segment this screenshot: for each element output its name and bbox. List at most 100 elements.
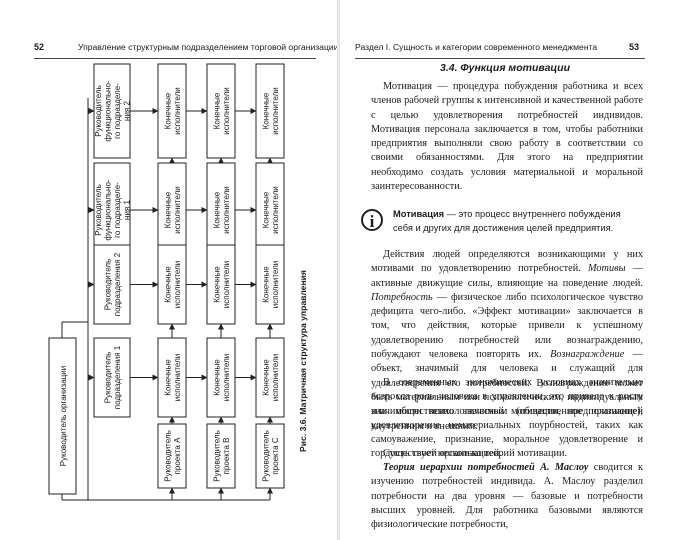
exec-box-r4-c2 bbox=[206, 337, 236, 418]
left-header-rule bbox=[34, 58, 316, 59]
exec-r4-c3-line-1: Конечные bbox=[261, 359, 270, 396]
exec-r2-c2-line-1: Конечные bbox=[212, 191, 221, 228]
exec-r1-c1-line-1: Конечные bbox=[163, 92, 172, 129]
definition-box: i Мотивация — это процесс внутреннего по… bbox=[361, 207, 643, 241]
exec-r4-c2-line-2: исполнители bbox=[222, 354, 231, 402]
diagram-connectors bbox=[61, 98, 273, 501]
left-page-number: 52 bbox=[34, 42, 45, 52]
dept-box-3 bbox=[93, 244, 131, 325]
info-icon: i bbox=[361, 209, 383, 231]
p5-body: сводится к изучению потребностей индивид… bbox=[371, 462, 644, 531]
exec-r4-c3-line-2: исполнители bbox=[271, 354, 280, 402]
dept-3-line-2: подразделения 2 bbox=[113, 252, 122, 316]
paragraph-4-text: Существует несколько теорий мотивации. bbox=[383, 448, 568, 459]
dept-2-line-4: ния 1 bbox=[122, 200, 131, 220]
right-header-rule bbox=[355, 58, 645, 59]
caption-text: Рис. 3.6. Матричная структура управления bbox=[298, 270, 308, 452]
exec-r2-c3-line-2: исполнители bbox=[271, 186, 280, 234]
dept-2-line-1: Руководитель bbox=[94, 184, 103, 236]
exec-box-r1-c2 bbox=[206, 63, 236, 159]
exec-r2-c1-line-1: Конечные bbox=[163, 191, 172, 228]
paragraph-2: Действия людей определяются возникающими… bbox=[371, 248, 643, 434]
paragraph-3: В современных экономических условиях зна… bbox=[371, 376, 643, 462]
dept-4-line-2: подразделения 1 bbox=[113, 345, 122, 409]
dept-box-4 bbox=[93, 337, 131, 418]
dept-box-2 bbox=[93, 162, 131, 258]
paragraph-5-text: Теория иерархии потребностей А. Маслоу с… bbox=[371, 461, 643, 532]
term-maslow: Теория иерархии потребностей А. Маслоу bbox=[383, 462, 589, 473]
term-reward: Вознаграждение bbox=[550, 349, 625, 361]
definition-text: Мотивация — это процесс внутреннего побу… bbox=[393, 207, 643, 235]
project-box-3 bbox=[255, 423, 285, 489]
org-head-box bbox=[48, 337, 77, 495]
dept-4-line-1: Руководитель bbox=[103, 352, 112, 404]
exec-r1-c3-line-1: Конечные bbox=[261, 92, 270, 129]
exec-r2-c2-line-2: исполнители bbox=[222, 186, 231, 234]
p2-start: Действия людей определяются возникающими… bbox=[371, 249, 643, 275]
paragraph-1-text: Мотивация — процедура побуждения работни… bbox=[371, 81, 643, 193]
exec-r2-c3-line-1: Конечные bbox=[261, 191, 270, 228]
org-head-label: Руководитель организации bbox=[59, 366, 68, 466]
project-2-line-1: Руководитель bbox=[212, 430, 221, 482]
exec-box-r1-c1 bbox=[157, 63, 187, 159]
left-page: 52 Управление структурным подразделением… bbox=[0, 0, 339, 540]
paragraph-1: Мотивация — процедура побуждения работни… bbox=[371, 80, 643, 194]
p2-mid1: — активные движущие силы, влияющие на по… bbox=[371, 263, 643, 289]
dept-1-line-2: функционально- bbox=[103, 80, 112, 141]
project-3-line-2: проекта C bbox=[271, 437, 280, 475]
dept-1-line-4: ния 2 bbox=[122, 101, 131, 121]
p2-mid2: — физическое либо психологическое чувств… bbox=[371, 291, 643, 361]
paragraph-5: Теория иерархии потребностей А. Маслоу с… bbox=[371, 461, 643, 532]
exec-r3-c2-line-2: исполнители bbox=[222, 261, 231, 309]
exec-r1-c2-line-2: исполнители bbox=[222, 87, 231, 135]
exec-box-r4-c3 bbox=[255, 337, 285, 418]
book-gutter bbox=[337, 0, 340, 540]
exec-box-r2-c3 bbox=[255, 162, 285, 258]
exec-r4-c1-line-1: Конечные bbox=[163, 359, 172, 396]
dept-1-line-3: го подразделе- bbox=[113, 83, 122, 139]
paragraph-2-text: Действия людей определяются возникающими… bbox=[371, 248, 643, 434]
project-box-1 bbox=[157, 423, 187, 489]
right-page-number: 53 bbox=[629, 42, 640, 52]
dept-3-line-1: Руководитель bbox=[103, 259, 112, 311]
dept-2-line-3: го подразделе- bbox=[113, 182, 122, 238]
dept-2-line-2: функционально- bbox=[103, 179, 112, 240]
definition-body: — это процесс внутреннего побуждения себ… bbox=[393, 209, 621, 233]
exec-box-r2-c2 bbox=[206, 162, 236, 258]
definition-term: Мотивация bbox=[393, 209, 445, 219]
exec-r3-c1-line-2: исполнители bbox=[173, 261, 182, 309]
project-3-line-1: Руководитель bbox=[261, 430, 270, 482]
project-box-2 bbox=[206, 423, 236, 489]
paragraph-3-text: В современных экономических условиях зна… bbox=[371, 377, 643, 460]
dept-box-1 bbox=[93, 63, 131, 159]
dept-1-line-1: Руководитель bbox=[94, 85, 103, 137]
project-1-line-1: Руководитель bbox=[163, 430, 172, 482]
exec-r2-c1-line-2: исполнители bbox=[173, 186, 182, 234]
exec-r3-c1-line-1: Конечные bbox=[163, 266, 172, 303]
exec-r3-c3-line-2: исполнители bbox=[271, 261, 280, 309]
exec-r4-c1-line-2: исполнители bbox=[173, 354, 182, 402]
exec-box-r3-c2 bbox=[206, 244, 236, 325]
section-title: 3.4. Функция мотивации bbox=[440, 62, 571, 74]
exec-r3-c3-line-1: Конечные bbox=[261, 266, 270, 303]
exec-r3-c2-line-1: Конечные bbox=[212, 266, 221, 303]
right-page: Раздел I. Сущность и категории современн… bbox=[339, 0, 677, 540]
exec-box-r3-c1 bbox=[157, 244, 187, 325]
exec-box-r1-c3 bbox=[255, 63, 285, 159]
exec-r1-c1-line-2: исполнители bbox=[173, 87, 182, 135]
exec-r1-c2-line-1: Конечные bbox=[212, 92, 221, 129]
right-running-title: Раздел I. Сущность и категории современн… bbox=[355, 42, 598, 52]
term-need: Потребность bbox=[371, 291, 433, 303]
p2-end: — объект, значимый для человека и служащ… bbox=[371, 349, 643, 432]
project-2-line-2: проекта B bbox=[222, 438, 231, 475]
figure-caption: Рис. 3.6. Матричная структура управления bbox=[298, 270, 308, 452]
term-motives: Мотивы bbox=[587, 263, 626, 275]
exec-r4-c2-line-1: Конечные bbox=[212, 359, 221, 396]
exec-r1-c3-line-2: исполнители bbox=[271, 87, 280, 135]
exec-box-r3-c3 bbox=[255, 244, 285, 325]
project-1-line-2: проекта A bbox=[173, 437, 182, 475]
paragraph-4: Существует несколько теорий мотивации. bbox=[371, 447, 643, 461]
exec-box-r4-c1 bbox=[157, 337, 187, 418]
